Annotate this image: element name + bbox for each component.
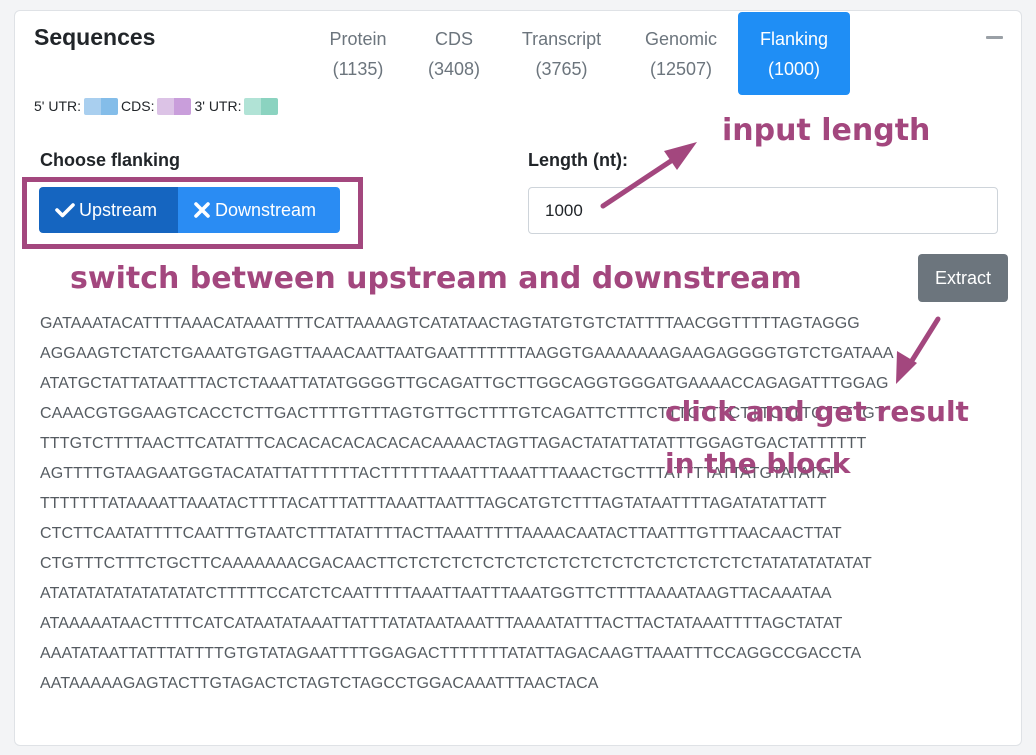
extract-button[interactable]: Extract	[918, 254, 1008, 302]
legend-utr3-label: 3' UTR:	[194, 98, 242, 114]
legend-utr5-swatch	[84, 97, 119, 115]
annotation-input-length: input length	[722, 113, 931, 148]
length-input[interactable]	[528, 187, 998, 234]
tab-protein-count: (1135)	[332, 59, 384, 79]
choose-flanking-label: Choose flanking	[40, 150, 181, 170]
sequence-line: TTTTTTTATAAAATTAAATACTTTTACATTTATTTAAATT…	[40, 495, 827, 512]
tab-protein[interactable]: Protein (1135)	[308, 12, 408, 95]
tab-cds[interactable]: CDS (3408)	[408, 12, 500, 95]
sequence-line: GATAAATACATTTTAAACATAAATTTTCATTAAAAGTCAT…	[40, 315, 860, 332]
legend-cds-swatch	[157, 97, 192, 115]
tab-genomic[interactable]: Genomic (12507)	[623, 12, 739, 95]
tab-flanking-count: (1000)	[767, 59, 821, 79]
legend: 5' UTR: CDS: 3' UTR:	[34, 96, 281, 116]
tab-transcript[interactable]: Transcript (3765)	[500, 12, 623, 95]
tab-flanking[interactable]: Flanking (1000)	[738, 12, 850, 95]
legend-utr5-label: 5' UTR:	[34, 98, 82, 114]
tab-genomic-label: Genomic	[644, 29, 718, 49]
upstream-button[interactable]: Upstream	[39, 187, 178, 233]
sequence-line: AAATATAATTATTTATTTTGTGTATAGAATTTTGGAGACT…	[40, 645, 862, 662]
tab-transcript-count: (3765)	[535, 59, 588, 79]
sequence-line: TTTGTCTTTTAACTTCATATTTCACACACACACACACAAA…	[40, 435, 867, 452]
length-label: Length (nt):	[528, 150, 628, 170]
annotation-switch: switch between upstream and downstream	[70, 261, 802, 296]
sequence-line: AGTTTTGTAAGAATGGTACATATTATTTTTTACTTTTTTA…	[40, 465, 837, 482]
flanking-toggle-group: Upstream Downstream	[39, 187, 340, 233]
sequence-line: AATAAAAAGAGTACTTGTAGACTCTAGTCTAGCCTGGACA…	[40, 675, 599, 692]
annotation-click-line1: click and get result	[665, 395, 969, 428]
annotation-highlight-box	[22, 177, 363, 249]
downstream-label: Downstream	[215, 199, 317, 220]
sequence-line: CTGTTTCTTTCTGCTTCAAAAAAACGACAACTTCTCTCTC…	[40, 555, 872, 572]
close-icon	[194, 202, 210, 218]
section-title: Sequences	[34, 24, 156, 50]
sequence-line: AGGAAGTCTATCTGAAATGTGAGTTAAACAATTAATGAAT…	[40, 345, 894, 362]
tab-genomic-count: (12507)	[649, 59, 713, 79]
sequences-card	[14, 10, 1022, 746]
sequence-line: ATATGCTATTATAATTTACTCTAAATTATATGGGGTTGCA…	[40, 375, 889, 392]
sequence-line: CTCTTCAATATTTTCAATTTGTAATCTTTATATTTTACTT…	[40, 525, 842, 542]
collapse-icon[interactable]	[986, 36, 1003, 39]
annotation-click-line2: in the block	[665, 447, 851, 480]
check-icon	[55, 203, 75, 218]
sequence-block: GATAAATACATTTTAAACATAAATTTTCATTAAAAGTCAT…	[40, 314, 1000, 704]
tab-flanking-label: Flanking	[759, 29, 829, 49]
tab-protein-label: Protein	[329, 29, 387, 49]
sequence-line: CAAACGTGGAAGTCACCTCTTGACTTTTGTTTAGTGTTGC…	[40, 405, 885, 422]
tab-cds-label: CDS	[434, 29, 473, 49]
legend-utr3-swatch	[244, 97, 279, 115]
sequence-line: ATAAAAATAACTTTTCATCATAATATAAATTATTTATATA…	[40, 615, 843, 632]
upstream-label: Upstream	[79, 199, 158, 220]
tab-cds-count: (3408)	[427, 59, 481, 79]
sequence-line: ATATATATATATATATATCTTTTTCCATCTCAATTTTTAA…	[40, 585, 832, 602]
downstream-button[interactable]: Downstream	[178, 187, 340, 233]
tab-transcript-label: Transcript	[521, 29, 602, 49]
legend-cds-label: CDS:	[121, 98, 155, 114]
